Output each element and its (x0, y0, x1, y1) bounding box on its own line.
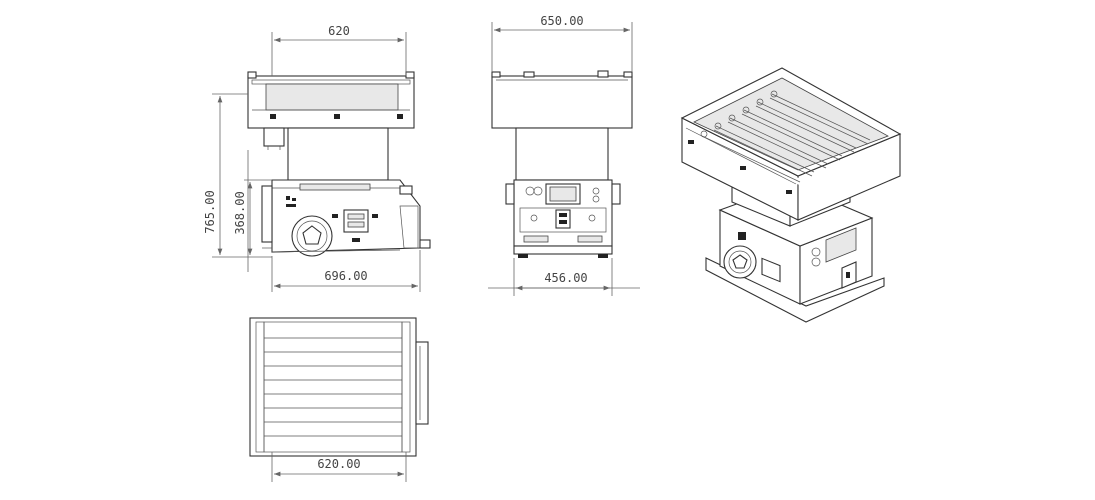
side-view (491, 70, 633, 258)
front-total-height-label: 765.00 (203, 190, 217, 233)
front-view (247, 71, 431, 257)
front-dimensions: 620 765.00 368.00 696.00 (203, 24, 421, 292)
top-view (249, 317, 429, 457)
front-base-height-label: 368.00 (233, 191, 247, 234)
side-dimensions: 650.00 456.00 (488, 14, 640, 296)
side-top-width-label: 650.00 (540, 14, 583, 28)
front-base-width-label: 696.00 (324, 269, 367, 283)
top-view-dimensions: 620.00 (271, 452, 407, 482)
front-top-width-label: 620 (328, 24, 350, 38)
isometric-view (680, 67, 902, 323)
side-base-width-label: 456.00 (544, 271, 587, 285)
top-view-width-label: 620.00 (317, 457, 360, 471)
